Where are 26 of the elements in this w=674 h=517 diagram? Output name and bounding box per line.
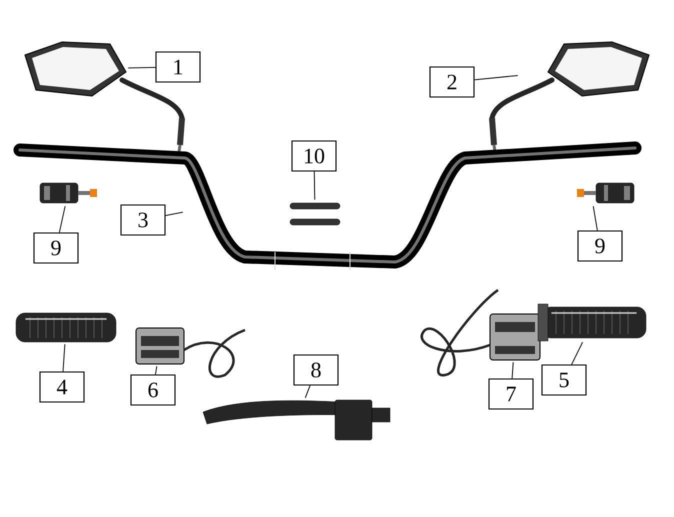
part-drawing	[202, 400, 390, 440]
part-drawing	[538, 304, 646, 342]
leader-line	[155, 366, 158, 375]
callout-number: 2	[429, 66, 475, 98]
leader-line	[128, 67, 156, 68]
leader-line	[165, 212, 184, 216]
callout-number: 6	[130, 374, 176, 406]
leader-line	[58, 206, 66, 233]
part-drawing	[16, 312, 116, 342]
callout-number: 4	[39, 371, 85, 403]
leader-line	[474, 75, 518, 80]
callout-number: 1	[155, 51, 201, 83]
callout-number: 5	[541, 364, 587, 396]
leader-line	[571, 342, 584, 365]
leader-line	[304, 385, 310, 398]
part-drawing	[577, 182, 634, 204]
callout-number: 7	[488, 378, 534, 410]
part-drawing	[136, 328, 246, 378]
leader-line	[512, 362, 514, 379]
part-drawing	[40, 182, 97, 204]
leader-line	[314, 171, 316, 200]
callout-number: 8	[293, 354, 339, 386]
part-drawing	[420, 289, 540, 376]
leader-line	[62, 344, 66, 372]
part-drawing	[14, 142, 642, 270]
leader-line	[592, 206, 598, 231]
